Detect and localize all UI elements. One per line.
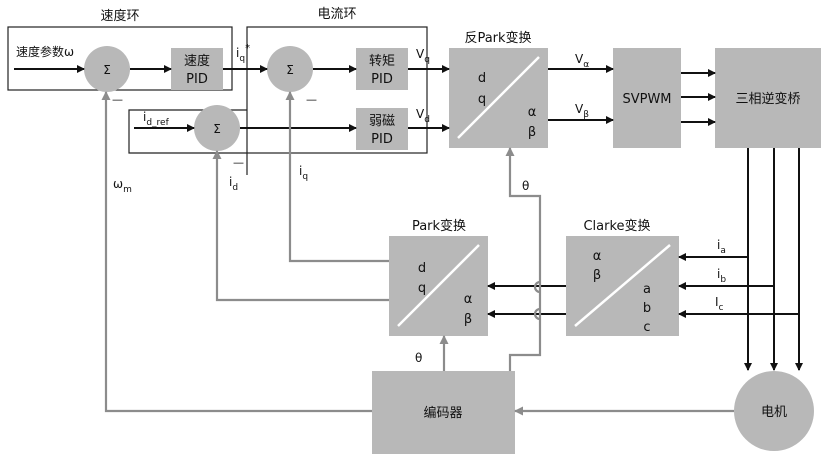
svg-text:PID: PID bbox=[371, 72, 393, 87]
wire-crossing-bumps bbox=[533, 280, 541, 321]
iq-feedback-label: iq bbox=[299, 164, 308, 182]
inverse-park-block: d q α β bbox=[449, 48, 548, 148]
speed-pid-block: 速度 PID bbox=[171, 48, 223, 90]
valpha-label: Vα bbox=[575, 52, 589, 70]
svg-text:Σ: Σ bbox=[213, 122, 221, 136]
svg-text:q: q bbox=[478, 92, 486, 107]
clarke-title: Clarke变换 bbox=[583, 218, 650, 234]
speed-sum-junction: Σ bbox=[84, 46, 130, 92]
svg-text:b: b bbox=[643, 301, 651, 316]
svg-text:SVPWM: SVPWM bbox=[622, 92, 671, 107]
current-loop-frame bbox=[246, 26, 428, 154]
svg-text:弱磁: 弱磁 bbox=[369, 114, 395, 129]
omega-m-label: ωm bbox=[113, 177, 132, 195]
vd-label: Vd bbox=[416, 107, 430, 125]
id-ref-label: id_ref bbox=[143, 110, 170, 128]
svg-text:β: β bbox=[593, 268, 601, 283]
svg-text:a: a bbox=[643, 282, 651, 297]
svg-text:编码器: 编码器 bbox=[423, 406, 462, 421]
svg-text:Σ: Σ bbox=[286, 63, 294, 77]
ib-label: ib bbox=[717, 267, 726, 285]
iq-minus-sign: — bbox=[306, 93, 317, 106]
id-minus-sign: — bbox=[233, 156, 244, 169]
vbeta-label: Vβ bbox=[575, 102, 589, 120]
speed-loop-title: 速度环 bbox=[100, 8, 139, 24]
park-block: d q α β bbox=[389, 236, 488, 336]
svg-text:电机: 电机 bbox=[761, 405, 787, 420]
svg-text:d: d bbox=[418, 261, 426, 276]
svg-text:速度: 速度 bbox=[184, 53, 210, 69]
svg-text:d: d bbox=[478, 71, 486, 86]
svg-text:c: c bbox=[643, 320, 650, 335]
torque-pid-block: 转矩 PID bbox=[356, 48, 408, 90]
iq-sum-junction: Σ bbox=[267, 46, 313, 92]
svpwm-block: SVPWM bbox=[613, 48, 681, 148]
feedback-signal-paths bbox=[101, 91, 734, 416]
speed-ref-label: 速度参数ω bbox=[16, 44, 74, 59]
speed-loop-frame bbox=[7, 26, 233, 91]
id-feedback-label: id bbox=[229, 175, 238, 193]
svg-text:α: α bbox=[464, 292, 473, 307]
id-ref-frame bbox=[128, 109, 248, 175]
theta-label-lower: θ bbox=[415, 351, 422, 365]
inverse-park-title: 反Park变换 bbox=[464, 30, 531, 46]
iq-ref-label: iq* bbox=[236, 43, 250, 64]
svg-text:α: α bbox=[528, 105, 537, 120]
vq-label: Vq bbox=[416, 47, 430, 65]
svg-text:β: β bbox=[464, 312, 472, 327]
forward-signal-paths bbox=[14, 65, 803, 371]
svg-text:PID: PID bbox=[186, 72, 208, 87]
motor-circle: 电机 bbox=[734, 371, 814, 451]
encoder-block: 编码器 bbox=[372, 371, 515, 454]
current-loop-title: 电流环 bbox=[317, 7, 356, 22]
svg-text:三相逆变桥: 三相逆变桥 bbox=[735, 91, 800, 107]
svg-text:α: α bbox=[593, 249, 602, 264]
flux-weakening-pid-block: 弱磁 PID bbox=[356, 108, 408, 150]
speed-minus-sign: — bbox=[112, 93, 123, 106]
svg-text:转矩: 转矩 bbox=[369, 54, 395, 69]
inverter-block: 三相逆变桥 bbox=[715, 48, 821, 148]
svg-text:PID: PID bbox=[371, 132, 393, 147]
ic-label: Ic bbox=[715, 295, 724, 313]
svg-text:β: β bbox=[528, 125, 536, 140]
svg-text:Σ: Σ bbox=[103, 63, 111, 77]
park-title: Park变换 bbox=[412, 218, 466, 234]
ia-label: ia bbox=[717, 238, 726, 256]
clarke-block: α β a b c bbox=[566, 236, 679, 336]
svg-text:q: q bbox=[418, 281, 426, 296]
theta-label-upper: θ bbox=[522, 179, 529, 193]
id-sum-junction: Σ bbox=[194, 105, 240, 151]
